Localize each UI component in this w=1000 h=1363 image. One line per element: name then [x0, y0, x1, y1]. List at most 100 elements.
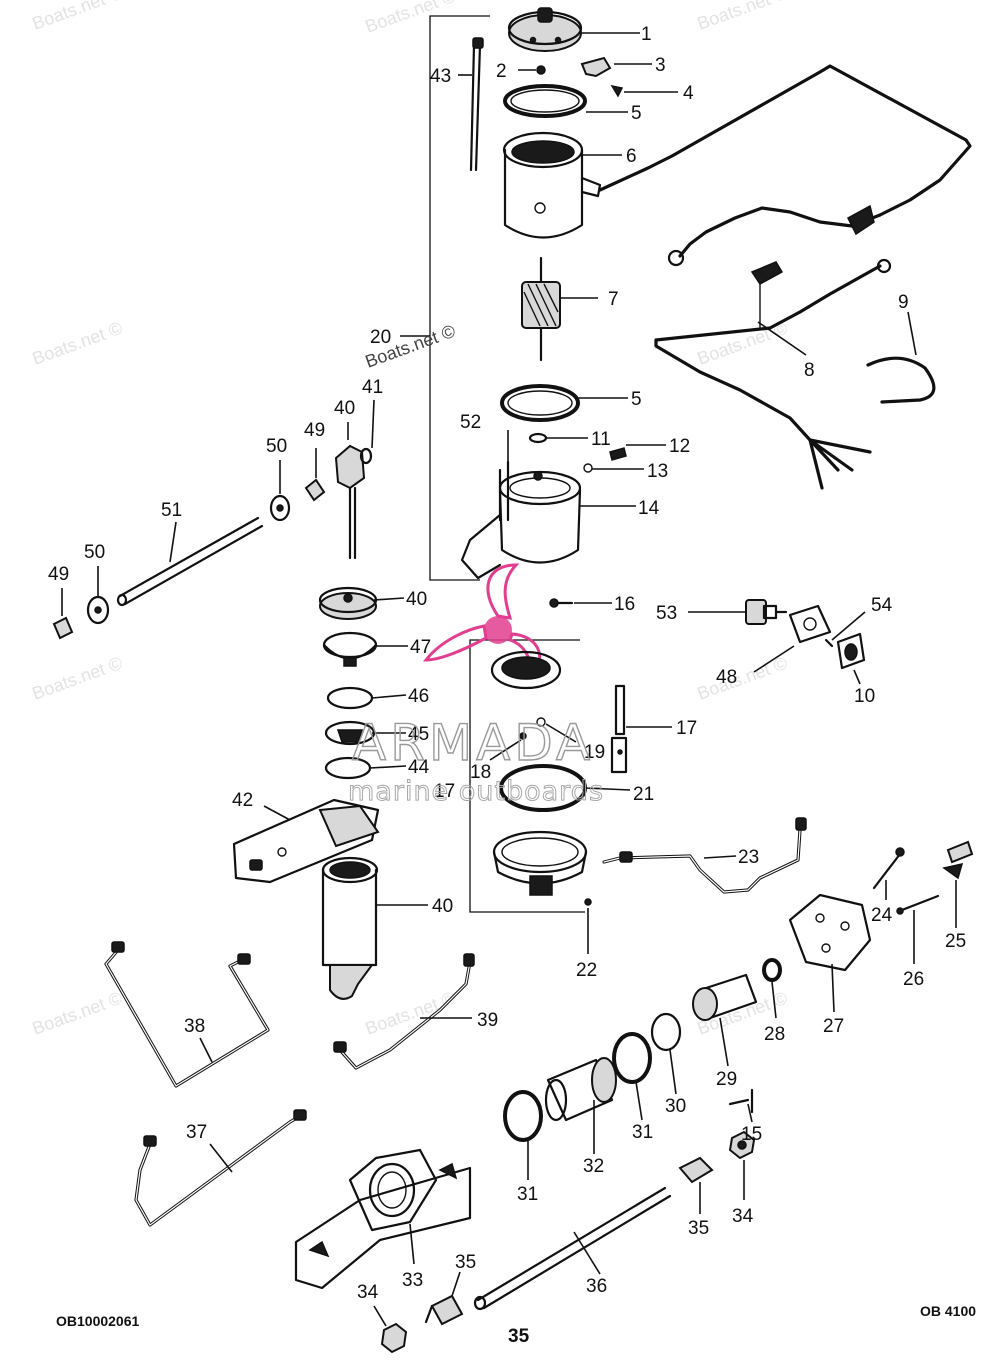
brand-logo: [422, 563, 542, 679]
callout-49-lower: 49: [48, 564, 69, 585]
callout-52: 52: [460, 412, 481, 433]
watermark: Boats.net ©: [695, 0, 790, 34]
callout-12: 12: [669, 436, 690, 457]
callout-23: 23: [738, 847, 759, 868]
leader-lines: [61, 32, 957, 1327]
wire-harness-lower: [654, 258, 892, 490]
part-o-ring-upper: [503, 84, 587, 118]
callout-53: 53: [656, 603, 677, 624]
callout-31-upper: 31: [632, 1122, 653, 1143]
callout-48: 48: [716, 667, 737, 688]
watermark: Boats.net ©: [30, 0, 125, 34]
callout-30: 30: [665, 1096, 686, 1117]
part-pin: [824, 638, 834, 648]
part-pin-15: [728, 1088, 754, 1114]
part-hydraulic-line-39: [333, 953, 475, 1070]
callout-40-upper: 40: [334, 398, 355, 419]
wire-harness-upper: [598, 64, 972, 267]
part-hydraulic-line-37: [134, 1109, 307, 1227]
part-plate: [788, 604, 832, 644]
brand-name: ARMADA: [352, 714, 594, 772]
part-washer-50-lower: [86, 595, 110, 625]
part-screw-26: [896, 894, 940, 915]
part-pump-gear: [490, 650, 562, 690]
part-washer-41: [359, 447, 373, 465]
part-screw: [536, 65, 546, 75]
part-piston-47: [322, 631, 378, 667]
part-tilt-cylinder: [321, 856, 379, 1000]
callout-54: 54: [871, 595, 893, 616]
part-bushing-35: [678, 1156, 714, 1184]
part-o-ring-31-upper: [612, 1032, 652, 1084]
callout-18: 18: [470, 762, 491, 783]
callout-7: 7: [608, 289, 619, 310]
brand-tagline: marine outboards: [348, 776, 604, 807]
part-clip-49-lower: [52, 616, 74, 640]
callout-50-lower: 50: [84, 542, 105, 563]
callout-28: 28: [764, 1024, 785, 1045]
callout-16: 16: [614, 594, 635, 615]
part-fitting-25: [942, 840, 974, 880]
part-hydraulic-line-23: [602, 817, 807, 894]
part-screw-12: [609, 447, 627, 461]
part-valve-block: [788, 893, 872, 972]
part-boot-center: [844, 643, 858, 661]
part-cylinder-cap: [318, 586, 378, 620]
callout-42: 42: [232, 790, 253, 811]
part-nut-34-lower: [380, 1322, 408, 1354]
watermark: Boats.net ©: [363, 988, 458, 1039]
callout-45: 45: [408, 724, 429, 745]
callout-17-right: 17: [676, 718, 697, 739]
part-screw-22: [584, 898, 592, 906]
callout-47: 47: [410, 637, 431, 658]
watermark: Boats.net ©: [363, 0, 458, 37]
part-armature: [521, 256, 561, 362]
callout-25: 25: [945, 931, 966, 952]
callout-49-upper: 49: [304, 420, 325, 441]
part-screw-24: [872, 847, 905, 890]
callout-41: 41: [362, 377, 383, 398]
callout-34-lower: 34: [357, 1282, 379, 1303]
callout-21: 21: [633, 784, 654, 805]
callout-8: 8: [804, 360, 815, 381]
watermarks: Boats.net © Boats.net © Boats.net © Boat…: [30, 0, 790, 1039]
callout-26: 26: [903, 969, 924, 990]
callout-31-lower: 31: [517, 1184, 538, 1205]
callout-1: 1: [641, 24, 652, 45]
callout-34-upper: 34: [732, 1206, 754, 1227]
callout-46: 46: [408, 686, 429, 707]
part-screw-16: [549, 598, 574, 608]
assembly-brackets: [429, 15, 585, 913]
callout-50-upper: 50: [266, 436, 287, 457]
callout-17-left: 17: [434, 781, 455, 802]
page-number: 35: [508, 1326, 530, 1347]
part-boot: [836, 632, 866, 670]
callout-4: 4: [683, 83, 694, 104]
part-piston: [692, 973, 758, 1021]
watermark: Boats.net ©: [30, 318, 125, 369]
part-thru-bolt: [469, 37, 484, 172]
part-nut: [583, 463, 593, 473]
part-mounting-bracket: [294, 1148, 472, 1290]
part-washer-50: [269, 494, 291, 522]
callout-39: 39: [477, 1010, 498, 1031]
callout-3: 3: [655, 55, 666, 76]
callout-40-cap: 40: [406, 589, 427, 610]
callout-20: 20: [370, 327, 391, 348]
callout-9: 9: [898, 292, 909, 313]
part-ball: [519, 732, 527, 740]
part-end-cap: [507, 7, 583, 52]
part-clamp: [866, 356, 936, 404]
callout-35-upper: 35: [688, 1218, 709, 1239]
callout-13: 13: [647, 461, 668, 482]
callout-labels: 1 2 3 4 5 6 7 8 9 5 11 12 13 14 16 53 54…: [48, 24, 966, 1303]
part-tilt-shaft: [473, 1186, 672, 1311]
figure-ref-left: OB10002061: [56, 1313, 140, 1329]
callout-2: 2: [496, 61, 507, 82]
callout-14: 14: [638, 498, 660, 519]
part-o-ring-upper-inner: [510, 89, 580, 113]
callout-24: 24: [871, 905, 893, 926]
part-trim-rod: [334, 444, 366, 560]
part-o-ring-46: [326, 686, 374, 710]
